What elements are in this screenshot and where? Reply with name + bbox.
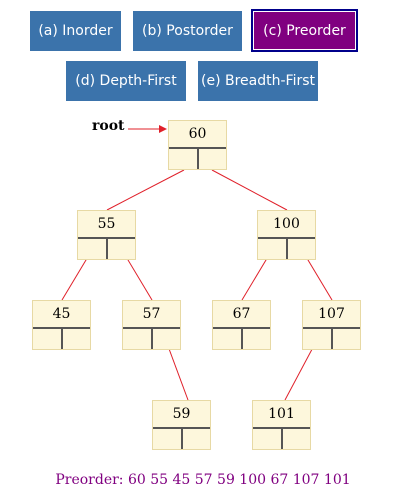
node-pointer-divider bbox=[241, 328, 243, 349]
traversal-result: Preorder: 60 55 45 57 59 100 67 107 101 bbox=[0, 472, 406, 488]
node-value: 55 bbox=[97, 216, 116, 232]
node-value: 107 bbox=[318, 306, 345, 322]
node-value: 67 bbox=[232, 306, 251, 322]
tree-node-101: 101 bbox=[252, 400, 311, 450]
node-pointer-divider bbox=[61, 328, 63, 349]
tree-node-67: 67 bbox=[212, 300, 271, 350]
node-value: 57 bbox=[142, 306, 161, 322]
edge-60-100 bbox=[211, 169, 288, 211]
node-pointer-divider bbox=[197, 148, 199, 169]
traversal-result-prefix: Preorder: bbox=[55, 472, 124, 488]
node-pointer-divider bbox=[281, 428, 283, 449]
tree-node-59: 59 bbox=[152, 400, 211, 450]
tree-node-57: 57 bbox=[122, 300, 181, 350]
preorder-button[interactable]: (c) Preorder bbox=[251, 9, 358, 52]
traversal-result-sequence: 60 55 45 57 59 100 67 107 101 bbox=[127, 472, 351, 488]
node-value: 45 bbox=[52, 306, 71, 322]
tree-node-100: 100 bbox=[257, 210, 316, 260]
depth-first-button[interactable]: (d) Depth-First bbox=[66, 61, 186, 101]
node-pointer-divider bbox=[106, 238, 108, 259]
root-label: root bbox=[92, 118, 125, 134]
tree-node-55: 55 bbox=[77, 210, 136, 260]
tree-node-60: 60 bbox=[168, 120, 227, 170]
edge-60-55 bbox=[106, 169, 185, 211]
node-pointer-divider bbox=[286, 238, 288, 259]
node-value: 59 bbox=[172, 406, 191, 422]
tree-node-107: 107 bbox=[302, 300, 361, 350]
inorder-button[interactable]: (a) Inorder bbox=[30, 11, 121, 51]
node-value: 101 bbox=[268, 406, 295, 422]
node-pointer-divider bbox=[181, 428, 183, 449]
node-pointer-divider bbox=[331, 328, 333, 349]
node-value: 60 bbox=[188, 126, 207, 142]
tree-node-45: 45 bbox=[32, 300, 91, 350]
node-value: 100 bbox=[273, 216, 300, 232]
postorder-button[interactable]: (b) Postorder bbox=[133, 11, 242, 51]
node-pointer-divider bbox=[151, 328, 153, 349]
breadth-first-button[interactable]: (e) Breadth-First bbox=[198, 61, 318, 101]
